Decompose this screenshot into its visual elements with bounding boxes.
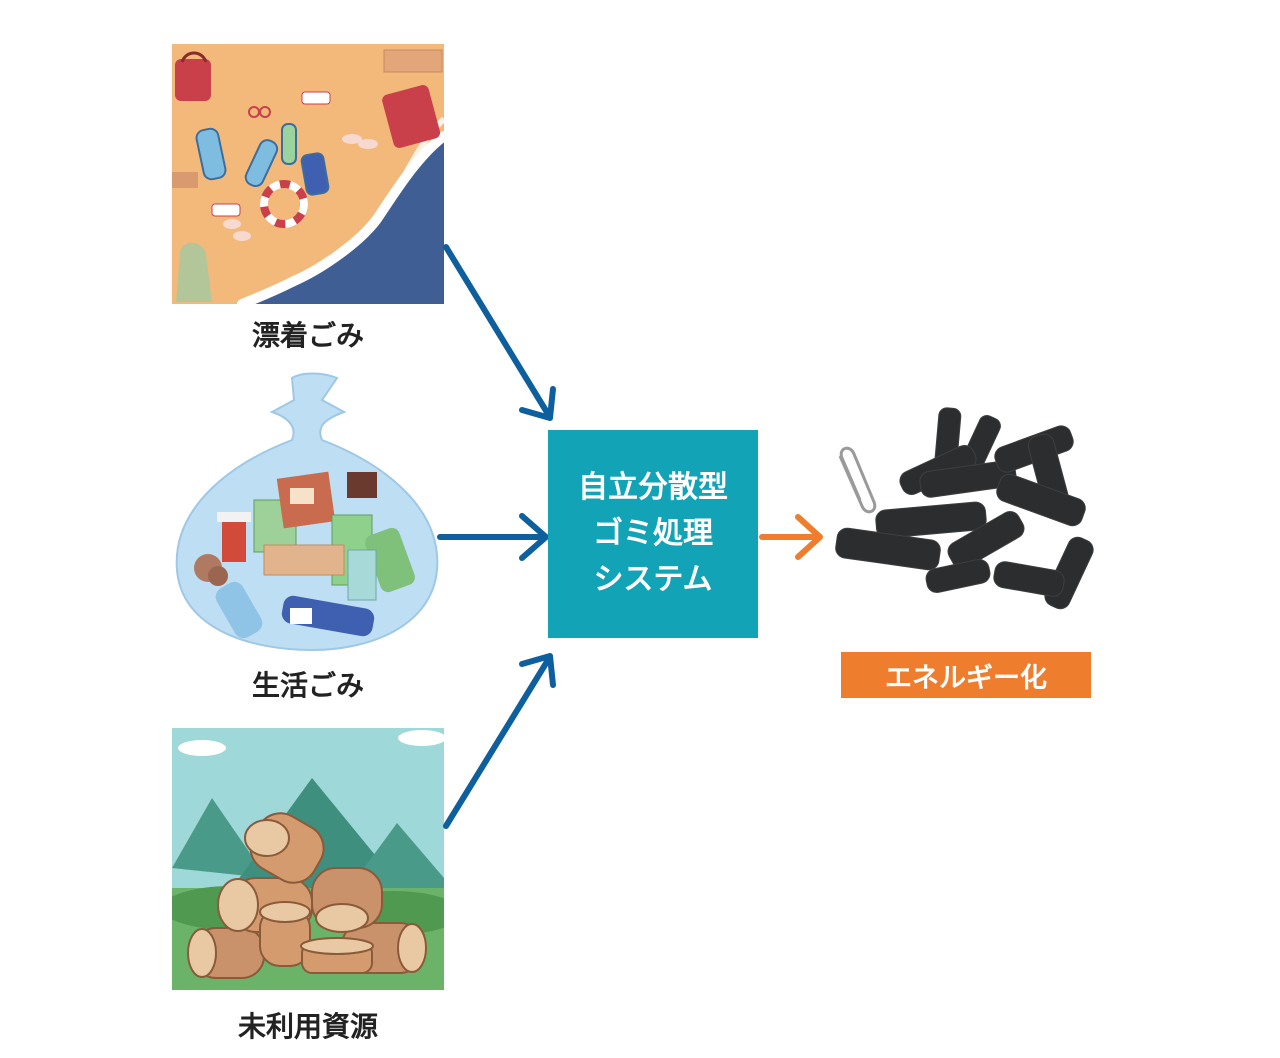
- arrow-household-to-system: [437, 513, 549, 561]
- source-label-household-waste: 生活ごみ: [251, 669, 364, 702]
- arrow-resources-to-system: [443, 653, 556, 829]
- system-label-line-1: 自立分散型: [578, 470, 728, 505]
- source-label-beach-litter: 漂着ごみ: [251, 319, 364, 352]
- paperclip-icon: [838, 446, 877, 514]
- beach-litter-illustration: [172, 44, 444, 304]
- system-label-line-3: システム: [593, 562, 713, 597]
- arrow-beach-to-system: [443, 244, 556, 421]
- wood-logs-illustration: [172, 728, 444, 990]
- distributed-waste-system-box: 自立分散型 ゴミ処理 システム: [548, 430, 758, 638]
- source-label-unused-resources: 未利用資源: [237, 1010, 378, 1043]
- garbage-bag-illustration: [172, 370, 448, 660]
- arrow-system-to-energy: [759, 514, 823, 560]
- carbonized-pellets-photo: [826, 396, 1130, 620]
- energy-conversion-badge: エネルギー化: [841, 652, 1091, 698]
- system-label-line-2: ゴミ処理: [593, 516, 713, 551]
